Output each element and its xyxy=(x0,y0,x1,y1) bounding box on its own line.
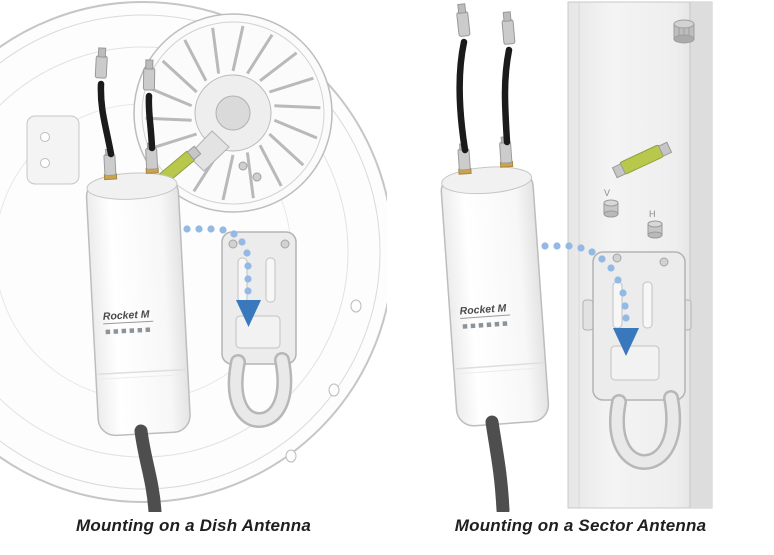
caption-sector: Mounting on a Sector Antenna xyxy=(454,516,707,535)
coax-cable xyxy=(501,46,513,146)
port-v: V xyxy=(603,188,619,218)
figure-dish: Rocket M xyxy=(0,0,387,512)
port-h-label: H xyxy=(649,209,656,219)
caption-dish: Mounting on a Dish Antenna xyxy=(76,516,311,535)
pole-nut xyxy=(673,19,695,44)
antenna-cables xyxy=(97,80,156,158)
ethernet-cable xyxy=(134,424,162,512)
device-logo-text: Rocket M xyxy=(459,302,507,317)
cable-connector xyxy=(94,47,108,79)
rocket-device: Rocket M xyxy=(440,136,550,427)
dish-rim-holes xyxy=(285,299,362,463)
mount-arrow xyxy=(236,300,261,327)
ethernet-cable xyxy=(485,415,510,512)
device-leds xyxy=(105,327,151,335)
dish-antenna-illustration: Rocket M xyxy=(0,1,387,512)
antenna-cables xyxy=(456,38,513,154)
rocket-device: Rocket M xyxy=(85,142,191,437)
sector-antenna-illustration: V H xyxy=(440,1,713,512)
mount-guide-dots xyxy=(183,225,252,295)
mounting-bracket xyxy=(221,231,297,429)
dish-mount-tab xyxy=(26,115,80,185)
antenna-rf-connector xyxy=(611,141,673,179)
device-logo-text: Rocket M xyxy=(103,308,150,322)
feed-bolts xyxy=(238,161,262,182)
rpsma-connector xyxy=(145,142,159,174)
coax-cable xyxy=(97,80,115,158)
cable-connector xyxy=(456,3,471,37)
coax-cable xyxy=(456,38,469,154)
cable-connector xyxy=(142,59,156,91)
dish-feed-assembly xyxy=(133,13,333,213)
device-logo: Rocket M xyxy=(459,302,511,329)
figure-sector: V H xyxy=(387,0,774,512)
mount-guide-dots xyxy=(541,242,630,322)
cable-connector xyxy=(501,11,516,45)
device-leds xyxy=(462,321,508,329)
mounting-bracket xyxy=(582,251,692,471)
mount-arrow xyxy=(613,328,639,356)
device-logo: Rocket M xyxy=(103,308,154,335)
port-v-label: V xyxy=(604,188,610,198)
port-h: H xyxy=(647,209,663,239)
coax-cable xyxy=(145,92,156,152)
